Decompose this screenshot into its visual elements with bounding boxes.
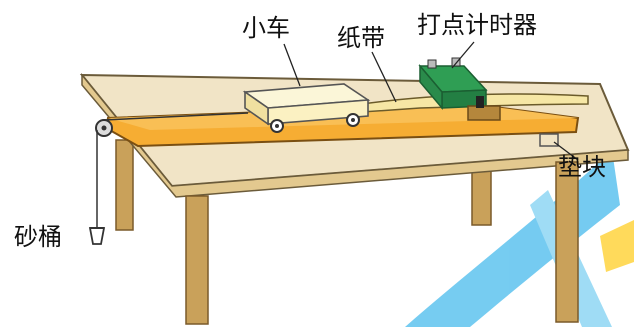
table-leg-front-left	[185, 195, 209, 325]
leader-line-block	[553, 141, 579, 161]
timer-stylus	[476, 96, 484, 108]
label-tape: 纸带	[337, 24, 385, 52]
leader-line-timer	[451, 41, 475, 69]
timer-device	[418, 57, 501, 121]
string-horizontal	[103, 112, 249, 121]
shim-block	[539, 133, 559, 147]
sand-bucket-icon	[88, 227, 106, 245]
table-leg-back-left	[115, 139, 134, 231]
pulley-assembly	[88, 112, 249, 245]
label-cart: 小车	[242, 14, 290, 42]
cart-side	[244, 90, 269, 126]
table-leg-front-right	[555, 161, 579, 323]
label-block: 垫块	[558, 153, 606, 181]
label-timer: 打点计时器	[417, 11, 537, 39]
cart	[242, 83, 371, 133]
watermark-yellow-shape	[600, 220, 634, 272]
leader-line-tape	[371, 51, 397, 103]
leader-line-cart	[283, 43, 301, 87]
timer-base	[467, 105, 501, 121]
label-bucket: 砂桶	[14, 223, 62, 251]
tabletop-edge	[81, 72, 629, 198]
table-leg-back-right	[471, 169, 492, 226]
